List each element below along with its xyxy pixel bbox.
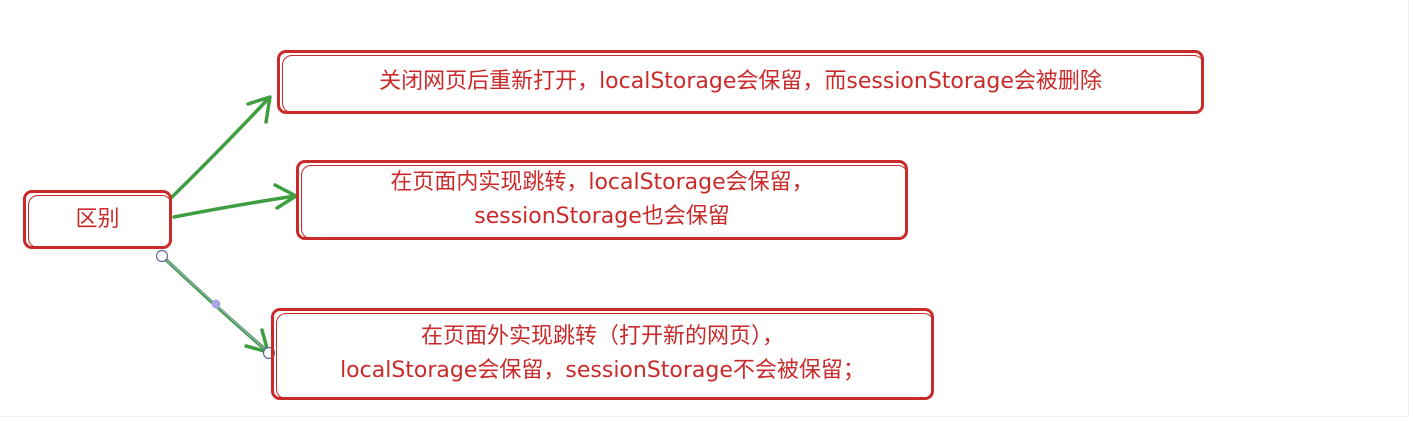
root-node-label: 区别 [75,206,120,232]
arrow-selection-handles[interactable] [155,249,276,360]
branch-node-text: 在页面外实现跳转（打开新的网页）， [420,324,784,349]
branch-node-text: 关闭网页后重新打开，localStorage会保留，而sessionStorag… [379,69,1102,94]
arrow-mid-handle[interactable] [211,299,221,309]
branch-node-outer-navigation[interactable]: 在页面外实现跳转（打开新的网页）， localStorage会保留，sessio… [271,308,934,400]
arrow-start-handle[interactable] [155,249,169,263]
branch-node-inner-navigation[interactable]: 在页面内实现跳转，localStorage会保留， sessionStorage… [296,160,908,240]
root-node[interactable]: 区别 [23,190,172,249]
branch-node-text: localStorage会保留，sessionStorage不会被保留； [340,358,865,383]
branch-node-text: 在页面内实现跳转，localStorage会保留， [390,170,814,195]
branch-node-close-reopen[interactable]: 关闭网页后重新打开，localStorage会保留，而sessionStorag… [277,50,1204,114]
arrow-to-branch-1[interactable] [172,183,298,219]
branch-node-text: sessionStorage也会保留 [474,204,730,229]
arrow-to-branch-0[interactable] [170,95,272,199]
